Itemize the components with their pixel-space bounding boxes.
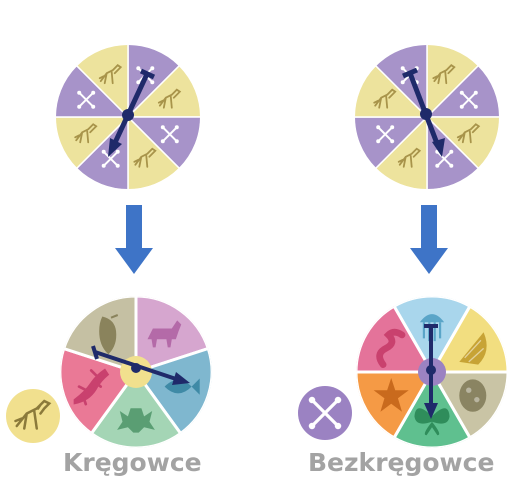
wheel-sector — [429, 304, 507, 374]
invertebrates-label: Bezkręgowce — [308, 448, 495, 477]
top-right-spinner-needle — [402, 67, 445, 157]
invertebrate-wheel — [298, 296, 507, 448]
vertebrate-badge — [6, 389, 60, 443]
invertebrate-badge — [298, 386, 352, 440]
bone-icon — [308, 396, 342, 430]
bone-icon — [459, 90, 478, 109]
invertebrate-wheel-icons — [373, 314, 487, 436]
fossil-dino-icon — [432, 64, 456, 85]
vertebrate-wheel-needle — [91, 345, 190, 385]
frog-icon — [117, 408, 155, 433]
top-left-spinner-needle — [108, 68, 156, 157]
vertebrates-label: Kręgowce — [63, 448, 202, 477]
invertebrate-wheel-needle — [424, 324, 438, 419]
worm-icon — [376, 328, 406, 368]
top-right-spinner-rim — [353, 43, 501, 191]
bone-icon — [435, 149, 454, 168]
butterfly-icon — [414, 408, 450, 436]
bone-icon — [77, 90, 96, 109]
shell-icon — [459, 332, 487, 365]
right-down-arrow — [410, 205, 448, 274]
bone-icon — [101, 149, 120, 168]
fossil-dino-icon — [133, 147, 157, 168]
top-right-spinner-icons — [373, 64, 481, 168]
sponge-icon — [459, 379, 487, 412]
top-left-spinner-rim — [54, 43, 202, 191]
top-left-spinner-icons — [74, 64, 182, 168]
fossil-dino-icon — [157, 88, 182, 109]
vertebrate-wheel — [6, 296, 212, 448]
fossil-dino-icon — [373, 88, 397, 109]
fossil-dino-icon — [14, 399, 52, 430]
bird-icon — [99, 314, 119, 355]
left-down-arrow — [115, 205, 153, 274]
bone-icon — [376, 125, 395, 144]
mammal-icon — [147, 320, 182, 348]
fossil-dino-icon — [98, 64, 123, 85]
fossil-dino-icon — [456, 123, 481, 144]
bone-icon — [160, 125, 179, 144]
top-right-spinner — [353, 43, 501, 191]
top-left-spinner — [54, 43, 202, 191]
fossil-dino-icon — [74, 123, 98, 144]
fossil-dino-icon — [397, 147, 422, 168]
starfish-icon — [373, 378, 409, 412]
lizard-icon — [73, 368, 110, 406]
